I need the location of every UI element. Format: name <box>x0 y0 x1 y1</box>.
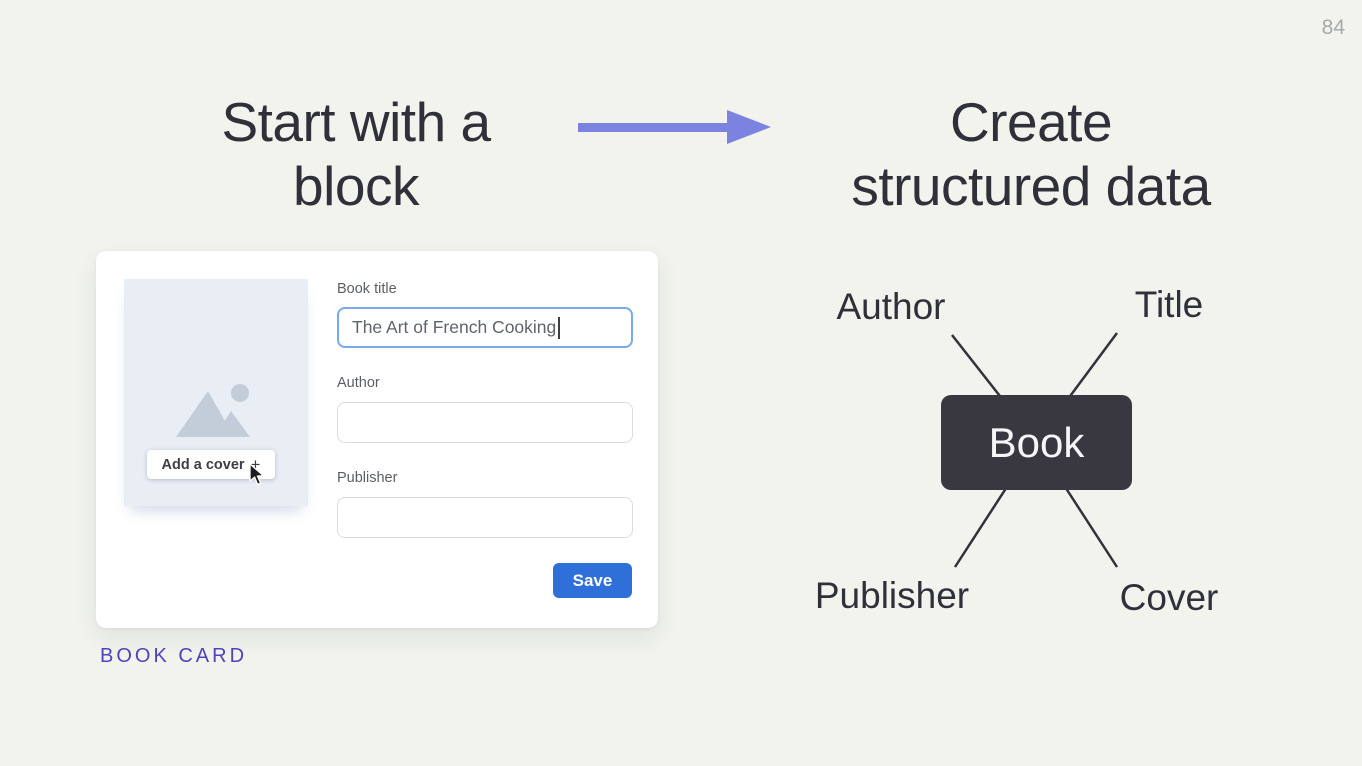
add-cover-button[interactable]: Add a cover + <box>147 450 275 479</box>
left-heading-line2: block <box>293 155 419 217</box>
image-placeholder-icon <box>176 384 250 437</box>
publisher-label: Publisher <box>337 470 398 486</box>
card-caption: BOOK CARD <box>100 645 248 667</box>
mouse-cursor-icon <box>249 463 265 486</box>
book-structure-diagram: Author Title Publisher Cover Book <box>780 270 1270 630</box>
author-label: Author <box>337 375 380 391</box>
author-input[interactable] <box>337 402 633 443</box>
publisher-input[interactable] <box>337 497 633 538</box>
left-heading-line1: Start with a <box>221 91 491 153</box>
add-cover-label: Add a cover <box>161 456 245 473</box>
diagram-label-cover: Cover <box>1119 577 1219 618</box>
page-number: 84 <box>1321 16 1345 39</box>
left-heading: Start with a block <box>106 90 606 218</box>
diagram-label-publisher: Publisher <box>814 575 970 616</box>
plus-icon: + <box>250 454 261 474</box>
right-heading: Create structured data <box>781 90 1281 218</box>
save-button[interactable]: Save <box>553 563 632 598</box>
book-node: Book <box>941 395 1132 490</box>
text-caret <box>558 316 560 339</box>
book-card: Add a cover + Book title The Art of Fren… <box>96 251 658 628</box>
diagram-label-author: Author <box>836 286 946 327</box>
right-arrow-icon <box>578 110 771 144</box>
cover-placeholder[interactable]: Add a cover + <box>124 279 308 506</box>
book-title-value: The Art of French Cooking <box>352 317 557 337</box>
right-heading-line2: structured data <box>851 155 1211 217</box>
book-title-label: Book title <box>337 281 397 297</box>
diagram-label-title: Title <box>1134 284 1204 325</box>
right-heading-line1: Create <box>949 91 1113 153</box>
book-title-input[interactable]: The Art of French Cooking <box>337 307 633 348</box>
